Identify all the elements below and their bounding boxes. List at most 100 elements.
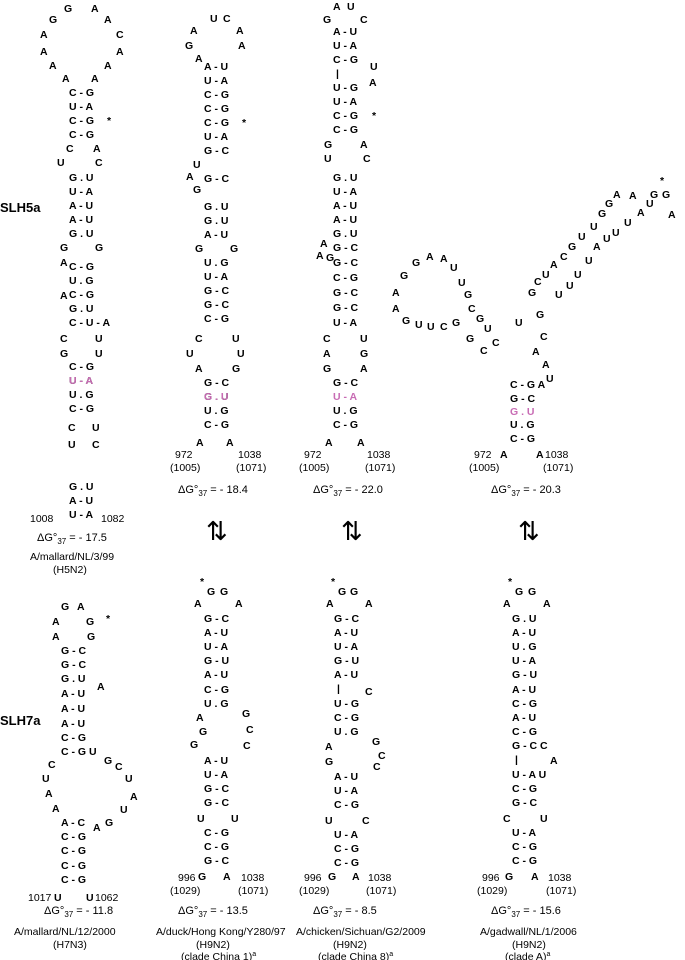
label-slh7a: SLH7a [0, 713, 41, 728]
svg-text:G . U: G . U [510, 406, 535, 418]
svg-text:G . U: G . U [333, 172, 358, 184]
svg-text:G - U: G - U [204, 655, 229, 667]
svg-text:C: C [223, 13, 231, 25]
svg-text:G - C: G - C [61, 645, 86, 657]
svg-text:U: U [574, 269, 582, 281]
svg-text:1008: 1008 [30, 513, 54, 525]
svg-text:G - C: G - C [204, 855, 229, 867]
svg-text:*: * [508, 576, 513, 588]
svg-text:A - U: A - U [204, 755, 228, 767]
svg-text:A - C: A - C [61, 817, 86, 829]
svg-text:A: A [223, 871, 231, 883]
svg-text:A: A [325, 741, 333, 753]
svg-text:G - C: G - C [333, 287, 358, 299]
svg-text:U - A: U - A [333, 317, 358, 329]
svg-text:G: G [190, 739, 198, 751]
svg-text:A - U: A - U [204, 669, 228, 681]
svg-text:U: U [546, 373, 554, 385]
svg-text:1038: 1038 [238, 449, 262, 461]
svg-text:U - A: U - A [204, 75, 229, 87]
svg-text:G - C: G - C [204, 613, 229, 625]
svg-text:A - U: A - U [204, 229, 228, 241]
svg-text:(1029): (1029) [170, 885, 200, 897]
svg-text:C: C [363, 153, 371, 165]
svg-text:A: A [326, 598, 334, 610]
svg-text:A: A [130, 791, 138, 803]
svg-text:U - A: U - A [334, 829, 359, 841]
svg-text:C - U - A: C - U - A [69, 317, 110, 329]
svg-text:C: C [365, 686, 373, 698]
svg-text:C: C [60, 333, 68, 345]
svg-text:U . G: U . G [512, 641, 537, 653]
svg-text:A: A [637, 207, 645, 219]
svg-text:U - A: U - A [69, 375, 94, 387]
svg-text:G: G [328, 871, 336, 883]
svg-text:(1005): (1005) [170, 462, 200, 474]
svg-text:G: G [528, 586, 536, 598]
svg-text:(1071): (1071) [236, 462, 266, 474]
svg-text:*: * [106, 613, 111, 625]
svg-text:A: A [613, 189, 621, 201]
svg-text:G: G [372, 736, 380, 748]
svg-text:C: C [66, 143, 74, 155]
svg-text:U . G: U . G [204, 405, 229, 417]
svg-text:⇅: ⇅ [206, 517, 228, 547]
svg-text:A - U: A - U [512, 684, 536, 696]
svg-text:|: | [515, 754, 518, 766]
svg-text:996: 996 [178, 872, 196, 884]
svg-text:U . G: U . G [69, 275, 94, 287]
svg-text:C: C [560, 251, 568, 263]
svg-text:(H7N3): (H7N3) [53, 939, 87, 951]
svg-text:U: U [42, 773, 50, 785]
svg-text:G: G [528, 287, 536, 299]
svg-text:U - A: U - A [333, 96, 358, 108]
svg-text:U: U [232, 333, 240, 345]
svg-text:U: U [585, 255, 593, 267]
svg-text:G: G [195, 243, 203, 255]
svg-text:U . G: U . G [334, 726, 359, 738]
svg-text:U: U [360, 333, 368, 345]
svg-text:U: U [237, 348, 245, 360]
svg-text:C - G: C - G [512, 783, 537, 795]
svg-text:G: G [598, 208, 606, 220]
svg-text:996: 996 [482, 872, 500, 884]
svg-text:|: | [337, 683, 340, 695]
svg-text:⇅: ⇅ [518, 517, 540, 547]
svg-text:ΔG°37 = - 8.5: ΔG°37 = - 8.5 [313, 905, 377, 919]
svg-text:U . G: U . G [510, 419, 535, 431]
svg-text:U: U [125, 773, 133, 785]
svg-text:A - U: A - U [334, 627, 358, 639]
svg-text:G: G [61, 601, 69, 613]
svg-text:C - G: C - G [334, 857, 359, 869]
svg-text:G: G [199, 726, 207, 738]
svg-text:A: A [316, 250, 324, 262]
svg-text:996: 996 [304, 872, 322, 884]
svg-text:U: U [86, 892, 94, 904]
svg-text:A - U: A - U [204, 61, 228, 73]
svg-text:A: A [325, 437, 333, 449]
svg-text:U: U [325, 815, 333, 827]
svg-text:G: G [338, 586, 346, 598]
svg-text:C - G: C - G [334, 843, 359, 855]
svg-text:*: * [200, 576, 205, 588]
svg-text:U: U [427, 321, 435, 333]
svg-text:U: U [515, 317, 523, 329]
svg-text:U: U [120, 804, 128, 816]
svg-text:G: G [49, 14, 57, 26]
svg-text:A: A [235, 598, 243, 610]
svg-text:C: C [115, 761, 123, 773]
svg-text:(1071): (1071) [238, 885, 268, 897]
svg-text:U: U [458, 277, 466, 289]
svg-text:G . U: G . U [333, 228, 358, 240]
svg-text:U . G: U . G [204, 257, 229, 269]
svg-text:A: A [49, 60, 57, 72]
svg-text:C: C [492, 337, 500, 349]
svg-text:A: A [194, 598, 202, 610]
svg-text:U - A: U - A [333, 391, 358, 403]
svg-text:A: A [392, 287, 400, 299]
svg-text:972: 972 [304, 449, 322, 461]
svg-text:C - G: C - G [510, 433, 535, 445]
svg-text:(H9N2): (H9N2) [512, 939, 546, 951]
